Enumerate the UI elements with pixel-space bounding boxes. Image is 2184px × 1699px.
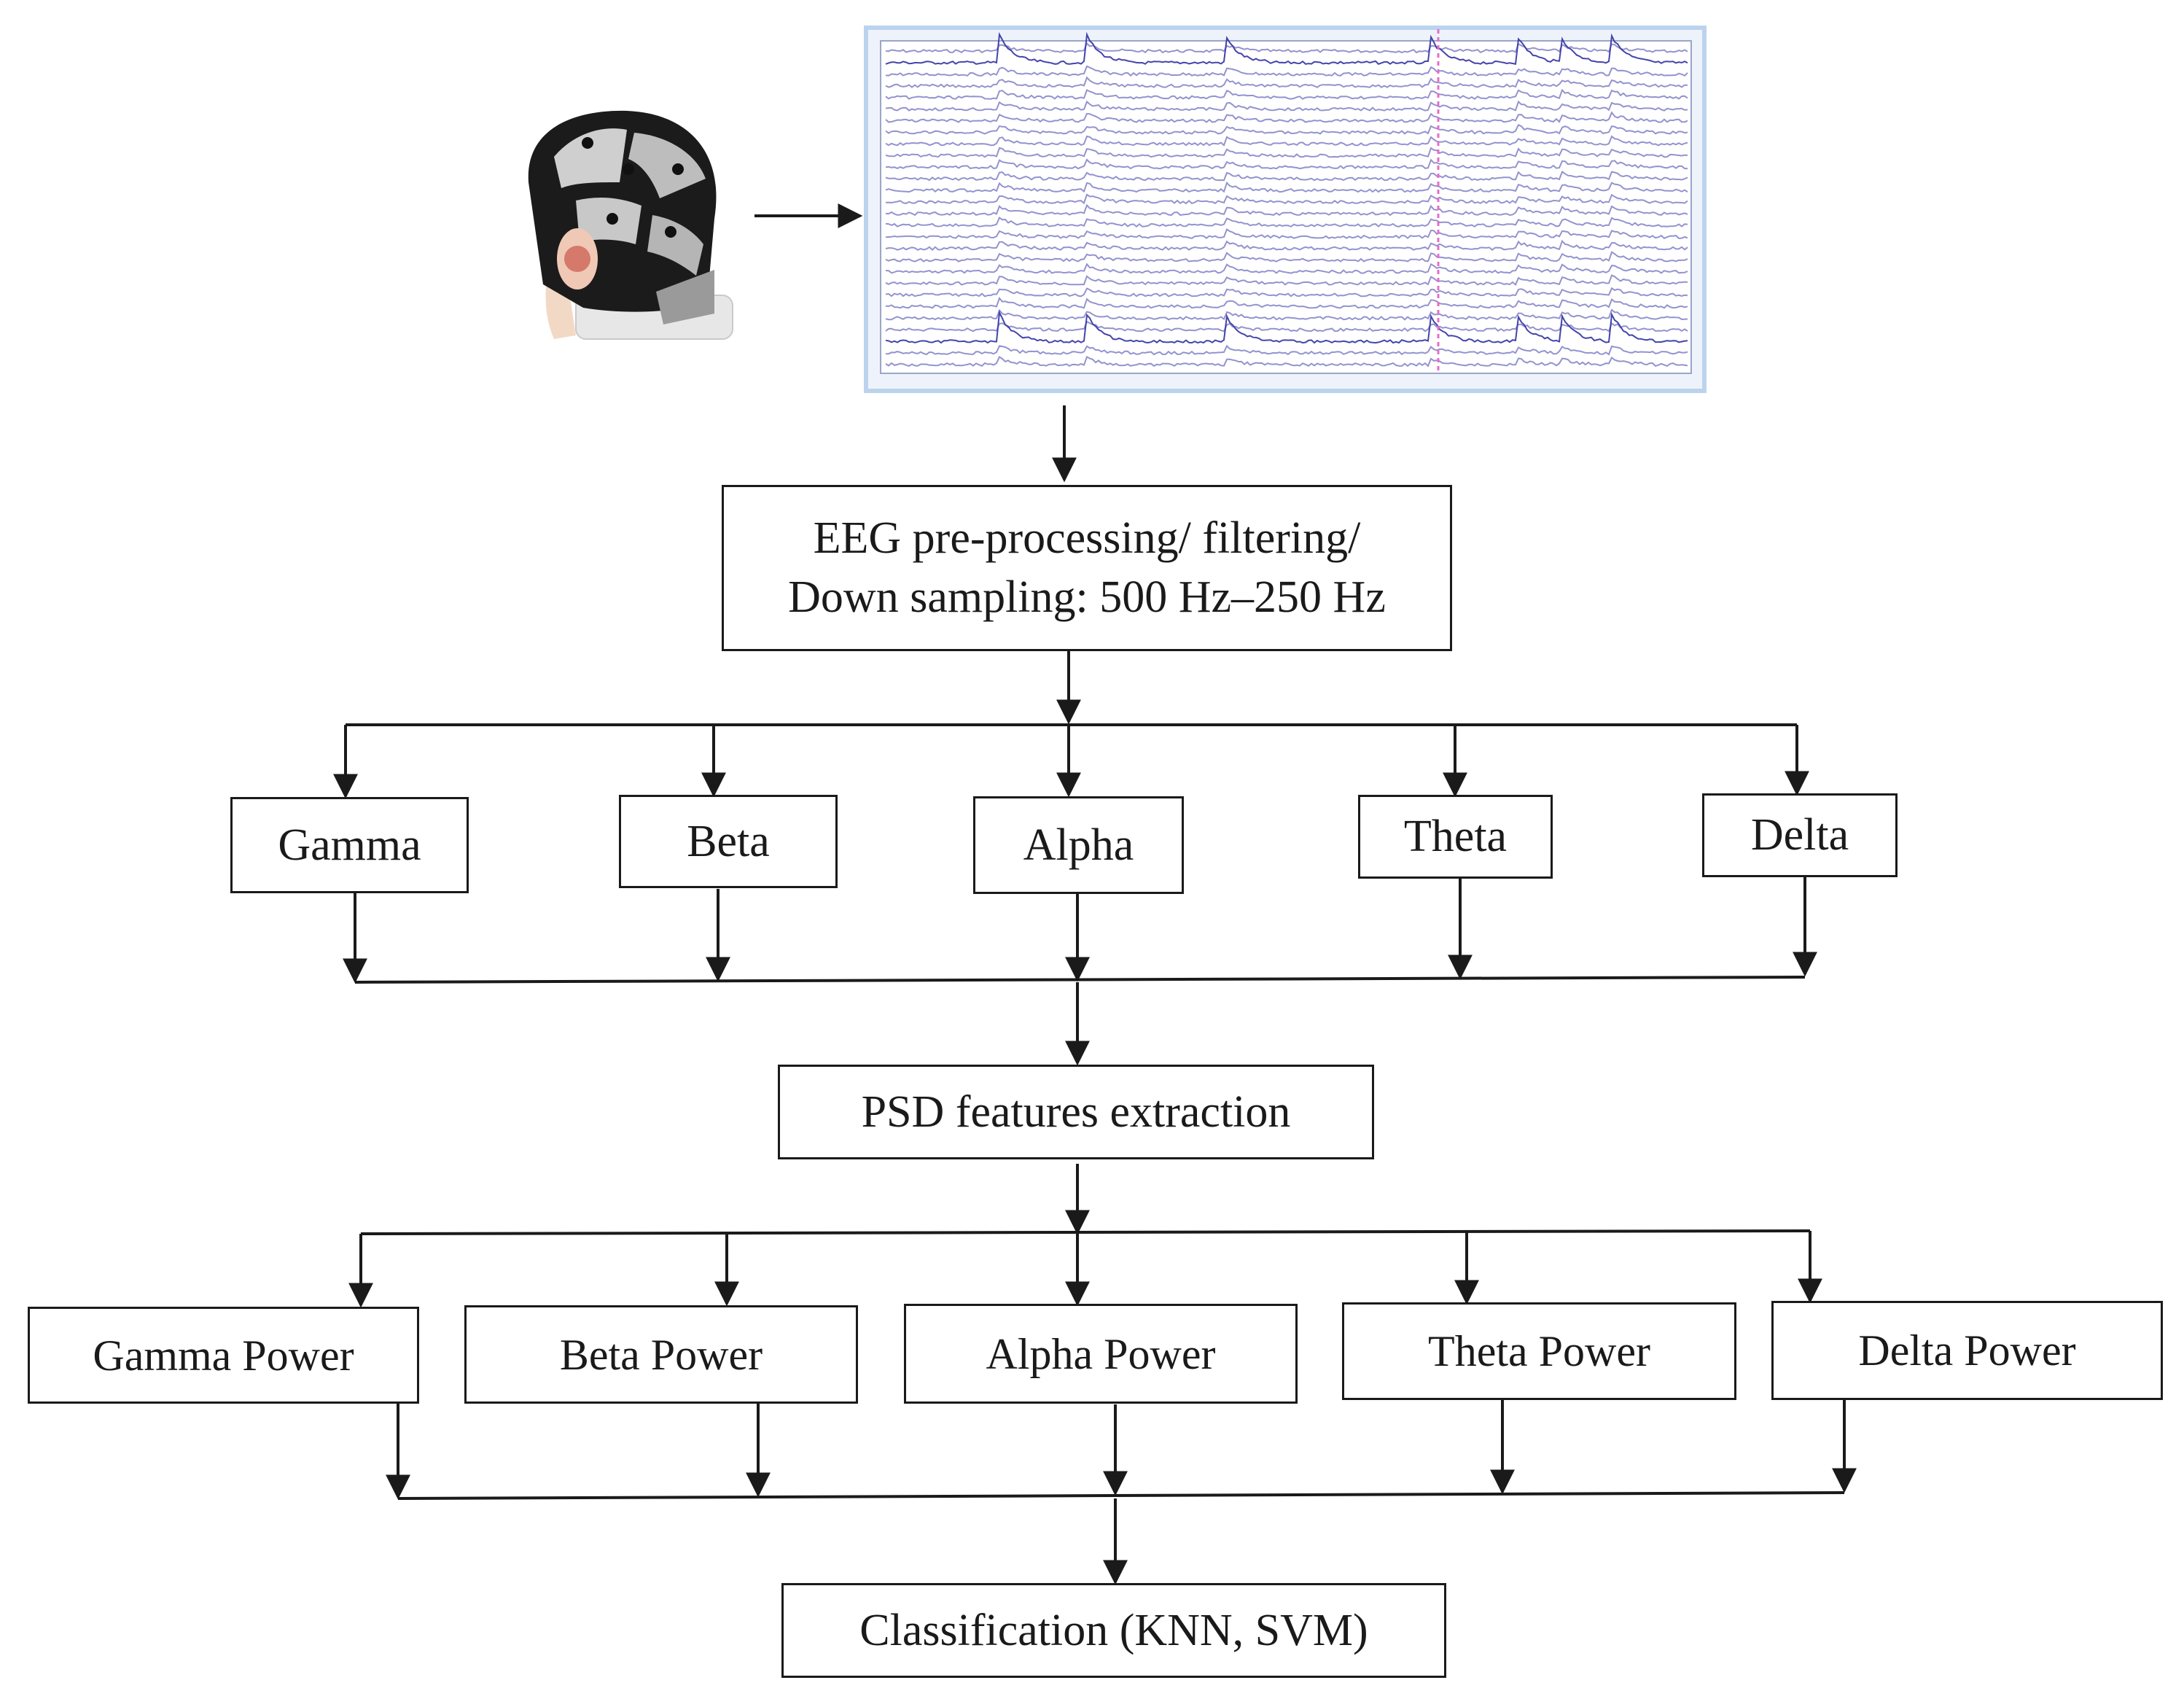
- eeg-channel-trace: [885, 76, 1688, 88]
- eeg-channel-trace: [885, 344, 1688, 356]
- eeg-channel-trace: [885, 203, 1688, 217]
- eeg-channel-trace: [885, 228, 1688, 239]
- eeg-channel-trace: [885, 287, 1688, 298]
- preprocessing-line-2: Down sampling: 500 Hz–250 Hz: [788, 572, 1386, 622]
- eeg-channel-trace: [885, 158, 1688, 170]
- power-distribution-bus: [360, 1229, 1811, 1235]
- band-label: Alpha: [1023, 820, 1134, 870]
- band-merge-bus: [354, 976, 1806, 984]
- eeg-channel-trace: [885, 274, 1688, 287]
- classification-box: Classification (KNN, SVM): [781, 1583, 1446, 1678]
- eeg-channel-trace: [885, 147, 1688, 158]
- band-box-theta: Theta: [1358, 795, 1553, 879]
- power-label: Delta Power: [1858, 1326, 2076, 1375]
- eeg-signal-plot: [864, 26, 1707, 393]
- eeg-channel-trace: [885, 308, 1688, 321]
- eeg-channel-trace: [885, 297, 1688, 309]
- power-box-beta: Beta Power: [464, 1305, 858, 1404]
- psd-label: PSD features extraction: [861, 1086, 1291, 1137]
- eeg-headset-icon: [528, 110, 733, 340]
- band-box-alpha: Alpha: [973, 796, 1184, 894]
- eeg-channel-trace: [885, 193, 1688, 205]
- classification-label: Classification (KNN, SVM): [859, 1605, 1368, 1655]
- eeg-channel-trace: [885, 88, 1688, 100]
- eeg-channel-trace: [885, 239, 1688, 251]
- eeg-channel-trace: [885, 42, 1688, 54]
- eeg-channel-trace: [885, 100, 1688, 112]
- eeg-channel-trace: [885, 355, 1688, 368]
- band-box-beta: Beta: [619, 795, 838, 888]
- preprocessing-line-1: EEG pre-processing/ filtering/: [813, 513, 1361, 564]
- eeg-channel-trace: [885, 263, 1688, 274]
- eeg-channel-trace: [885, 181, 1688, 193]
- psd-features-box: PSD features extraction: [778, 1065, 1374, 1159]
- eeg-channel-trace: [885, 310, 1688, 344]
- power-label: Theta Power: [1428, 1327, 1650, 1375]
- power-box-delta: Delta Power: [1771, 1301, 2163, 1400]
- eeg-channel-trace: [885, 216, 1688, 228]
- band-box-delta: Delta: [1702, 793, 1898, 877]
- band-label: Delta: [1750, 810, 1849, 860]
- power-merge-bus: [397, 1491, 1845, 1500]
- band-box-gamma: Gamma: [230, 797, 469, 893]
- power-box-theta: Theta Power: [1342, 1302, 1736, 1400]
- power-label: Beta Power: [559, 1330, 763, 1379]
- eeg-channel-trace: [885, 320, 1688, 333]
- eeg-channel-trace: [885, 135, 1688, 147]
- eeg-channel-trace: [885, 170, 1688, 182]
- power-box-gamma: Gamma Power: [28, 1307, 419, 1404]
- eeg-channel-trace: [885, 31, 1688, 65]
- band-label: Gamma: [278, 820, 421, 870]
- eeg-channel-trace: [885, 111, 1688, 123]
- power-label: Alpha Power: [986, 1329, 1216, 1378]
- power-label: Gamma Power: [93, 1331, 354, 1380]
- eeg-channel-trace: [885, 123, 1688, 135]
- eeg-channel-trace: [885, 65, 1688, 77]
- band-label: Theta: [1403, 812, 1508, 862]
- preprocessing-box: EEG pre-processing/ filtering/ Down samp…: [722, 485, 1452, 651]
- power-box-alpha: Alpha Power: [904, 1304, 1298, 1404]
- eeg-channel-trace: [885, 251, 1688, 263]
- band-label: Beta: [687, 816, 770, 866]
